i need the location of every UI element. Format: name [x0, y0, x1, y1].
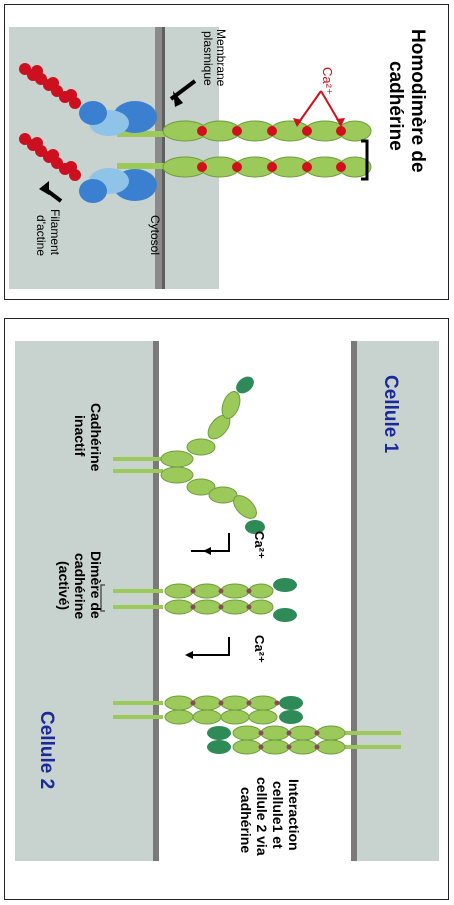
calcium-label-1: Ca²⁺ [252, 531, 267, 559]
title-line1: Homodimère de [407, 29, 428, 173]
inactive-cadherin-label-line2: inactif [72, 415, 88, 457]
cellule1-membrane [351, 341, 357, 861]
cellule2-label: Cellule 2 [36, 711, 57, 789]
cellule1-label: Cellule 1 [380, 375, 401, 454]
interaction-label-line4: cadhérine [238, 787, 254, 853]
title-line2: cadhérine [385, 61, 406, 151]
membrane-label-line1: Membrane [214, 29, 228, 87]
activation-arrow-1 [209, 533, 229, 551]
dimer-label-line1: Dimère de [88, 551, 104, 619]
activation-arrow-2 [191, 637, 229, 655]
cellule2-membrane [153, 341, 159, 861]
membrane-label-line2: plasmique [201, 31, 215, 86]
dimer-label-line3: (activé) [56, 561, 72, 610]
filament-label-line2: d'actine [34, 215, 48, 256]
interaction-label-line1: Interaction [286, 779, 302, 851]
top-panel: Homodimère de cadhérine Ca²⁺ Membrane pl… [4, 4, 449, 300]
inactive-cadherin-label-line1: Cadhérine [88, 403, 104, 472]
interaction-label-line3: cellule 2 via [254, 777, 270, 856]
bottom-panel: Cellule 1 Cellule 2 Cadhérine inactif Di… [4, 318, 449, 900]
interaction-label-line2: cellule1 et [270, 781, 286, 849]
cadherin-homodimer-diagram: Homodimère de cadhérine Ca²⁺ Membrane pl… [5, 5, 450, 301]
calcium-label: Ca²⁺ [320, 67, 335, 95]
dimer-label-line2: cadhérine [72, 553, 88, 619]
cytosol-label: Cytosol [148, 215, 162, 255]
filament-label-line1: Filament [48, 209, 62, 256]
calcium-label-2: Ca²⁺ [252, 635, 267, 663]
calcium-arrows [297, 91, 341, 125]
cadherin-interaction-diagram: Cellule 1 Cellule 2 Cadhérine inactif Di… [5, 319, 450, 901]
